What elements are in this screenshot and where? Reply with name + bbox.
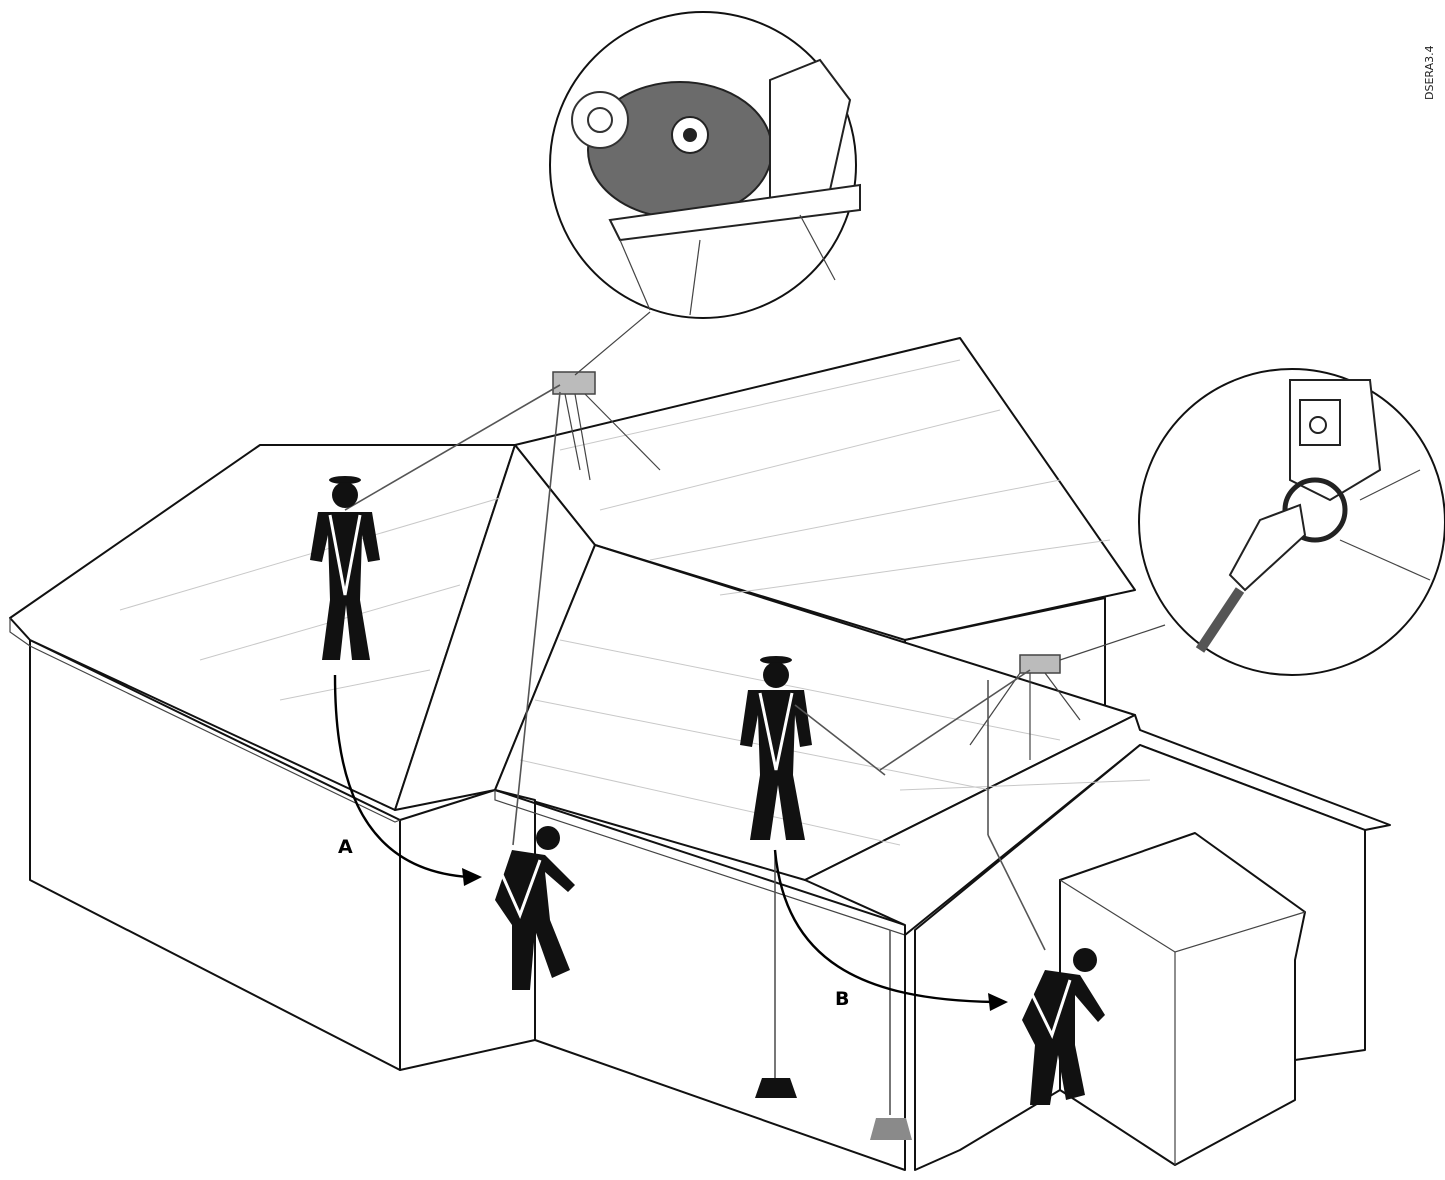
fall-arc-b bbox=[773, 849, 996, 1004]
house-left-wing bbox=[9, 444, 536, 1071]
house-right-wing bbox=[804, 714, 1391, 1171]
ridge-anchor-right bbox=[969, 654, 1081, 760]
srl-roof-anchor bbox=[552, 371, 661, 481]
lifelines bbox=[344, 384, 1046, 1115]
label-a: A bbox=[338, 836, 353, 858]
roof-shingle-lines bbox=[119, 359, 1151, 846]
worker-standing-left bbox=[310, 476, 380, 660]
fall-arc-a-arrowhead bbox=[462, 868, 482, 886]
counterweight-light bbox=[870, 1118, 912, 1140]
anchor-ring-detail-icon bbox=[1059, 368, 1445, 676]
worker-falling-left bbox=[495, 826, 575, 990]
worker-standing-center bbox=[740, 656, 886, 840]
fall-arc-a bbox=[333, 674, 471, 879]
counterweight-dark bbox=[755, 1078, 797, 1098]
srl-reel-detail-icon bbox=[549, 11, 861, 376]
worker-falling-right bbox=[1022, 948, 1105, 1105]
label-b: B bbox=[835, 988, 849, 1010]
fall-arc-b-arrowhead bbox=[988, 993, 1008, 1011]
